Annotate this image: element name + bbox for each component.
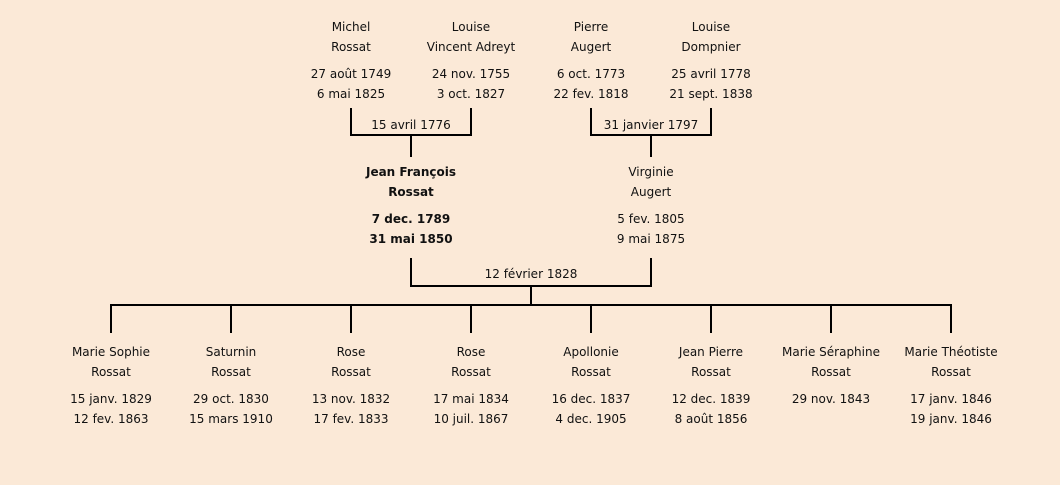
person-birth-date: 5 fev. 1805: [617, 212, 685, 226]
person-first-name: Louise: [451, 20, 491, 34]
person-birth-date: 12 dec. 1839: [671, 392, 751, 406]
person-last-name: Rossat: [388, 185, 434, 199]
marriage-date: 15 avril 1776: [371, 118, 451, 132]
person-birth-date: 27 août 1749: [310, 67, 392, 81]
person-last-name: Vincent Adreyt: [426, 40, 516, 54]
marriage-date: 31 janvier 1797: [603, 118, 699, 132]
person-last-name: Rossat: [211, 365, 251, 379]
person-death-date: 21 sept. 1838: [669, 87, 753, 101]
person-last-name: Dompnier: [681, 40, 741, 54]
person-last-name: Augert: [570, 40, 612, 54]
person-birth-date: 7 dec. 1789: [371, 212, 451, 226]
person-death-date: 19 janv. 1846: [910, 412, 992, 426]
person-first-name: Louise: [691, 20, 731, 34]
person-birth-date: 15 janv. 1829: [70, 392, 152, 406]
person-birth-date: 13 nov. 1832: [311, 392, 391, 406]
person-last-name: Rossat: [931, 365, 971, 379]
person-first-name: Apollonie: [563, 345, 619, 359]
person-last-name: Rossat: [691, 365, 731, 379]
person-last-name: Augert: [630, 185, 672, 199]
person-first-name: Marie Sophie: [71, 345, 151, 359]
person-last-name: Rossat: [331, 40, 371, 54]
person-death-date: 4 dec. 1905: [555, 412, 627, 426]
person-birth-date: 25 avril 1778: [671, 67, 751, 81]
person-first-name: Jean François: [365, 165, 457, 179]
person-last-name: Rossat: [451, 365, 491, 379]
person-last-name: Rossat: [91, 365, 131, 379]
person-first-name: Marie Théotiste: [904, 345, 998, 359]
person-first-name: Rose: [336, 345, 366, 359]
person-last-name: Rossat: [811, 365, 851, 379]
person-death-date: 9 mai 1875: [616, 232, 686, 246]
person-death-date: 31 mai 1850: [369, 232, 453, 246]
person-birth-date: 29 oct. 1830: [193, 392, 269, 406]
person-death-date: 6 mai 1825: [316, 87, 386, 101]
person-death-date: 10 juil. 1867: [433, 412, 509, 426]
person-first-name: Rose: [456, 345, 486, 359]
person-last-name: Rossat: [331, 365, 371, 379]
person-birth-date: 17 janv. 1846: [910, 392, 992, 406]
person-death-date: 22 fev. 1818: [553, 87, 629, 101]
person-birth-date: 24 nov. 1755: [431, 67, 511, 81]
person-birth-date: 17 mai 1834: [433, 392, 509, 406]
person-first-name: Saturnin: [205, 345, 257, 359]
marriage-date: 12 février 1828: [484, 267, 578, 281]
person-first-name: Pierre: [573, 20, 609, 34]
person-first-name: Jean Pierre: [678, 345, 744, 359]
person-death-date: 12 fev. 1863: [73, 412, 149, 426]
person-birth-date: 29 nov. 1843: [791, 392, 871, 406]
person-birth-date: 6 oct. 1773: [556, 67, 626, 81]
person-death-date: 17 fev. 1833: [313, 412, 389, 426]
person-first-name: Michel: [331, 20, 371, 34]
person-death-date: 3 oct. 1827: [436, 87, 506, 101]
person-death-date: 15 mars 1910: [189, 412, 273, 426]
person-first-name: Virginie: [628, 165, 674, 179]
person-birth-date: 16 dec. 1837: [551, 392, 631, 406]
person-first-name: Marie Séraphine: [781, 345, 880, 359]
person-last-name: Rossat: [571, 365, 611, 379]
person-death-date: 8 août 1856: [674, 412, 748, 426]
